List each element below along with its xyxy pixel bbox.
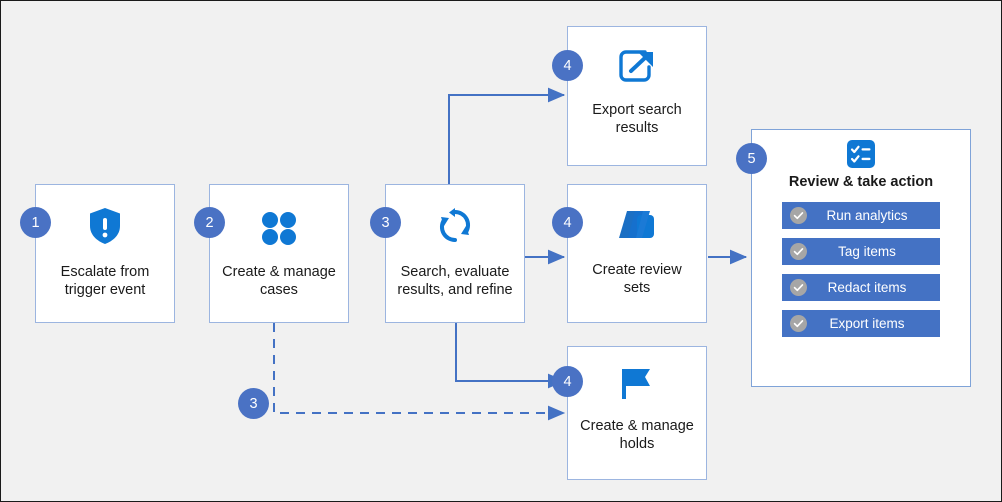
checklist-icon bbox=[847, 140, 875, 168]
refresh-sync-icon bbox=[437, 207, 473, 245]
node-create-review-sets[interactable]: Create review sets bbox=[567, 184, 707, 323]
panel-title: Review & take action bbox=[788, 174, 934, 190]
step-badge-4-review-sets: 4 bbox=[552, 207, 583, 238]
step-badge-3: 3 bbox=[370, 207, 401, 238]
flag-icon bbox=[619, 367, 655, 401]
action-tag-items[interactable]: Tag items bbox=[782, 238, 940, 265]
action-label: Export items bbox=[829, 316, 905, 331]
action-run-analytics[interactable]: Run analytics bbox=[782, 202, 940, 229]
step-badge-4-export: 4 bbox=[552, 50, 583, 81]
shield-exclamation-icon bbox=[88, 207, 122, 245]
node-search-evaluate-refine[interactable]: Search, evaluate results, and refine bbox=[385, 184, 525, 323]
check-circle-icon bbox=[790, 279, 807, 296]
action-label: Redact items bbox=[827, 280, 907, 295]
check-circle-icon bbox=[790, 243, 807, 260]
step-badge-2: 2 bbox=[194, 207, 225, 238]
check-circle-icon bbox=[790, 207, 807, 224]
connector-search-to-holds bbox=[455, 323, 566, 389]
node-create-manage-cases[interactable]: Create & manage cases bbox=[209, 184, 349, 323]
node-escalate-from-trigger-event[interactable]: Escalate from trigger event bbox=[35, 184, 175, 323]
action-button-list: Run analytics Tag items bbox=[782, 202, 940, 337]
node-label: Escalate from trigger event bbox=[60, 264, 150, 298]
node-label: Export search results bbox=[592, 102, 682, 136]
step-badge-4-holds: 4 bbox=[552, 366, 583, 397]
node-export-search-results[interactable]: Export search results bbox=[567, 26, 707, 166]
layers-stack-icon bbox=[617, 207, 657, 243]
step-badge-1: 1 bbox=[20, 207, 51, 238]
action-label: Tag items bbox=[838, 244, 896, 259]
step-badge-3-dashed-connector: 3 bbox=[238, 388, 269, 419]
four-dots-grid-icon bbox=[260, 211, 298, 245]
step-badge-5: 5 bbox=[736, 143, 767, 174]
node-label: Create & manage cases bbox=[222, 264, 336, 298]
action-label: Run analytics bbox=[826, 208, 908, 223]
export-share-icon bbox=[618, 49, 656, 85]
connector-search-to-export bbox=[448, 87, 566, 184]
node-label: Create & manage holds bbox=[580, 418, 694, 452]
connector-cases-to-holds bbox=[273, 323, 566, 421]
panel-review-take-action[interactable]: Review & take action Run analytics bbox=[751, 129, 971, 387]
action-export-items[interactable]: Export items bbox=[782, 310, 940, 337]
node-create-manage-holds[interactable]: Create & manage holds bbox=[567, 346, 707, 480]
node-label: Search, evaluate results, and refine bbox=[397, 264, 513, 298]
check-circle-icon bbox=[790, 315, 807, 332]
action-redact-items[interactable]: Redact items bbox=[782, 274, 940, 301]
node-label: Create review sets bbox=[592, 262, 682, 296]
